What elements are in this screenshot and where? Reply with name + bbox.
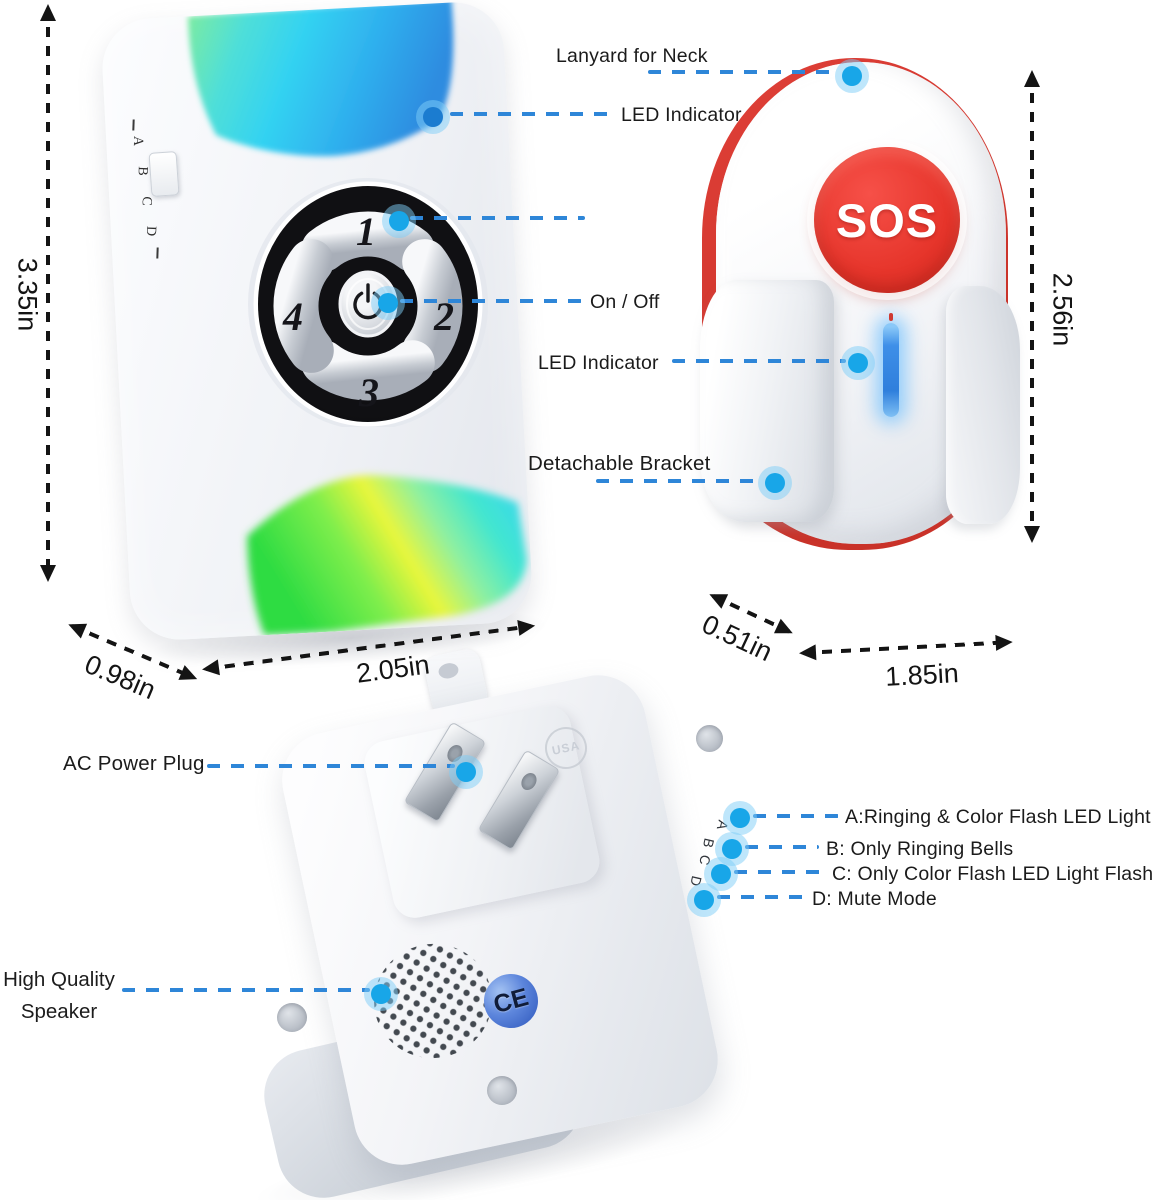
label-mode-a: A:Ringing & Color Flash LED Light <box>845 806 1151 828</box>
back-switch-letter-a: A <box>713 818 732 832</box>
dot-mode-d <box>694 890 714 910</box>
dot-ac-plug <box>456 762 476 782</box>
button-4 <box>273 239 334 373</box>
dot-mode-c <box>711 864 731 884</box>
button-1 <box>301 211 435 272</box>
switch-tick-bottom <box>156 247 159 259</box>
receiver-front-device <box>99 0 535 643</box>
dim-arrow-receiver-height <box>46 8 50 578</box>
dim-arrow-pendant-height <box>1030 74 1034 539</box>
hanging-tab-hole <box>437 661 460 681</box>
screw-hole-bottom-right <box>487 1076 517 1105</box>
callout-line-ac-plug <box>207 764 455 768</box>
callout-line-on-off <box>400 299 582 303</box>
dot-power-button <box>378 293 398 313</box>
button-4-label: 4 <box>282 294 303 339</box>
label-detachable-bracket: Detachable Bracket <box>528 452 711 475</box>
ce-mark-label: CE <box>490 982 532 1019</box>
dot-pendant-led <box>848 353 868 373</box>
callout-line-bracket <box>596 479 760 483</box>
screw-hole-bottom-left <box>277 1003 307 1032</box>
dot-bracket <box>765 473 785 493</box>
dim-receiver-height: 3.35in <box>12 257 43 332</box>
dot-receiver-led <box>423 107 443 127</box>
receiver-switch-letter-d: D <box>142 225 159 237</box>
callout-line-led-receiver <box>450 112 618 116</box>
dim-pendant-depth: 0.51in <box>697 608 777 668</box>
label-led-receiver: LED Indicator <box>621 104 742 126</box>
usa-mark-label: USA <box>550 738 582 758</box>
button-2 <box>402 239 463 373</box>
button-3 <box>301 340 435 401</box>
callout-line-mode-c <box>734 870 824 874</box>
receiver-switch-letter-a: A <box>129 135 146 147</box>
callout-line-mode-a <box>753 814 839 818</box>
label-ac-power-plug: AC Power Plug <box>63 752 205 775</box>
button-2-label: 2 <box>433 294 454 339</box>
label-mode-b: B: Only Ringing Bells <box>826 838 1014 860</box>
dot-button1 <box>389 211 409 231</box>
switch-tick-top <box>132 119 135 131</box>
pad-outer-glow-ring <box>248 178 488 427</box>
receiver-bottom-led-glow <box>247 475 527 636</box>
back-switch-letter-b: B <box>699 836 718 850</box>
dot-mode-a <box>730 808 750 828</box>
label-speaker-line2: Speaker <box>20 1000 98 1023</box>
label-speaker-line1: High Quality <box>3 968 115 991</box>
receiver-switch-letter-c: C <box>138 196 154 206</box>
callout-line-mode-b <box>745 845 819 849</box>
label-led-pendant: LED Indicator <box>538 352 659 374</box>
receiver-button-pad: 1 2 3 4 <box>248 178 488 427</box>
receiver-switch-letter-b: B <box>134 166 150 176</box>
callout-line-mode-d <box>717 895 805 899</box>
bracket-right-wing <box>946 286 1020 524</box>
prong-hole <box>518 770 540 793</box>
label-mode-d: D: Mute Mode <box>812 888 937 910</box>
dim-arrow-pendant-width <box>802 640 1009 655</box>
pad-white-ring <box>253 181 483 427</box>
receiver-top-led-glow <box>187 0 454 157</box>
screw-hole-top-right <box>696 725 723 752</box>
button-1-label: 1 <box>356 209 376 254</box>
label-on-off: On / Off <box>590 291 660 313</box>
pendant-led-strip <box>883 313 899 417</box>
callout-line-button1 <box>410 216 585 220</box>
button-3-label: 3 <box>358 370 379 415</box>
sos-button: SOS <box>814 147 960 293</box>
dim-pendant-width: 1.85in <box>884 658 960 692</box>
label-mode-c: C: Only Color Flash LED Light Flash <box>832 863 1154 885</box>
callout-line-led-pendant <box>672 359 846 363</box>
back-switch-letter-d: D <box>687 874 705 888</box>
dot-lanyard <box>842 66 862 86</box>
back-switch-letter-c: C <box>696 853 714 867</box>
label-lanyard: Lanyard for Neck <box>556 45 708 67</box>
callout-line-speaker <box>122 988 370 992</box>
callout-line-lanyard <box>648 70 840 74</box>
dot-speaker <box>371 984 391 1004</box>
receiver-side-switch-knob <box>148 151 180 197</box>
label-speaker-block: High Quality Speaker <box>0 968 118 1024</box>
dot-mode-b <box>722 839 742 859</box>
dim-pendant-height: 2.56in <box>1047 272 1078 347</box>
sos-button-label: SOS <box>835 193 939 247</box>
